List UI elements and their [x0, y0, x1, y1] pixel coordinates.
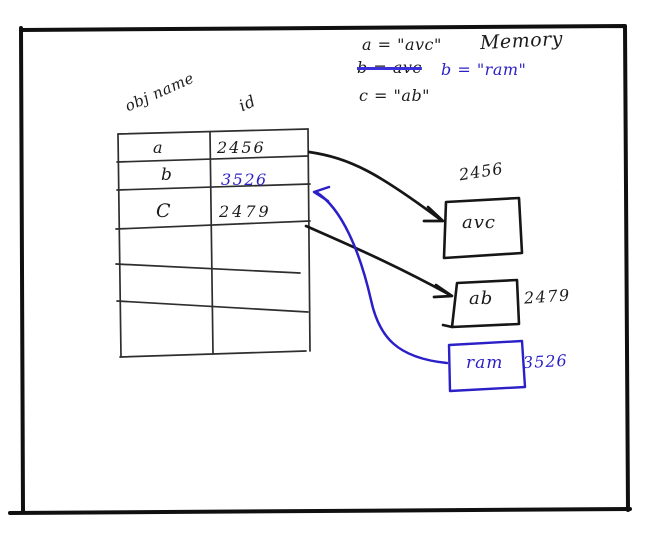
arrow-a-to-avc [307, 150, 445, 223]
arrow-c-to-ab [304, 224, 454, 299]
arrow-ram-to-b [312, 185, 449, 365]
note-b-assignment: b = "ram" [441, 60, 527, 79]
memory-box-avc [442, 196, 524, 260]
cell-id-b: 3526 [221, 170, 268, 189]
memory-box-ab-label: ab [469, 288, 494, 309]
memory-box-ram-label: ram [466, 353, 504, 373]
address-ram: 3526 [522, 350, 569, 373]
table-grid [115, 128, 311, 358]
note-c-assignment: c = "ab" [359, 86, 431, 105]
memory-box-ram [447, 339, 527, 393]
address-ab: 2479 [523, 285, 572, 308]
cell-id-c: 2479 [219, 202, 272, 221]
memory-title: Memory [479, 27, 564, 55]
memory-box-ab [441, 278, 521, 329]
cell-id-a: 2456 [217, 138, 266, 157]
memory-box-avc-label: avc [462, 212, 496, 233]
cell-name-a: a [153, 138, 164, 157]
cell-name-b: b [161, 165, 173, 185]
cell-name-c: C [156, 200, 172, 222]
board-frame [8, 24, 632, 515]
note-a-assignment: a = "avc" [362, 35, 442, 54]
note-b-old-struck: b = avc [357, 58, 422, 77]
